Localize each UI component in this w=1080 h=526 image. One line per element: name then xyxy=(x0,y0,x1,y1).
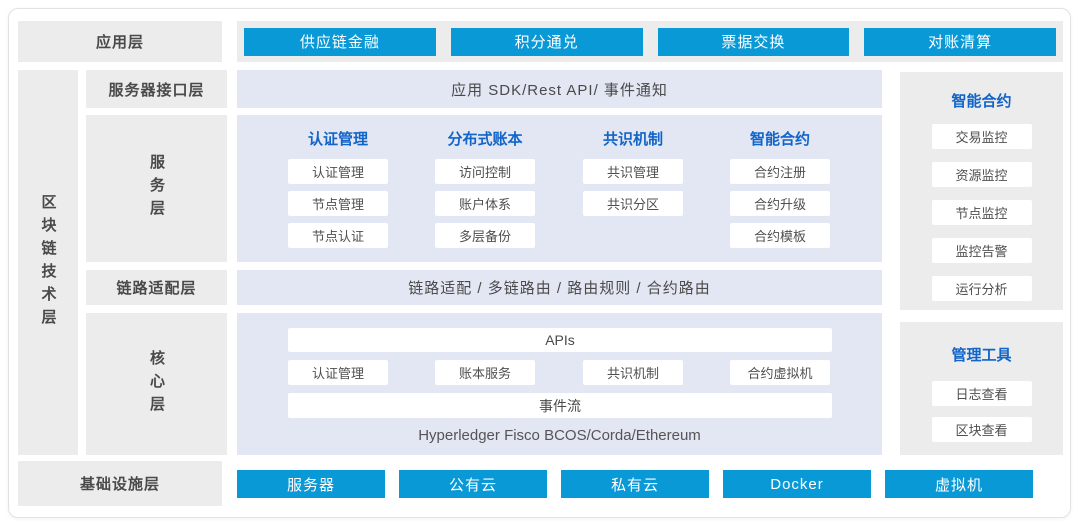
link-layer-label-box: 链路适配层 xyxy=(86,270,227,305)
service-column-header-auth: 认证管理 xyxy=(307,131,368,148)
service-item: 账户体系 xyxy=(435,191,535,216)
infra-block-vm: 虚拟机 xyxy=(885,470,1033,498)
event-stream-bar: 事件流 xyxy=(288,393,832,418)
management-tools-panel-title: 管理工具 xyxy=(951,347,1012,364)
infra-block-public-cloud: 公有云 xyxy=(399,470,547,498)
app-block-bill-exchange: 票据交换 xyxy=(657,27,850,56)
core-layer-box: APIs 认证管理 账本服务 共识机制 合约虚拟机 事件流 Hyperledge… xyxy=(237,313,882,455)
app-block-supply-chain-finance: 供应链金融 xyxy=(244,27,436,56)
management-tools-panel: 管理工具 日志查看 区块查看 xyxy=(900,322,1063,455)
architecture-diagram-card: 应用层 供应链金融 积分通兑 票据交换 对账清算 区块链技术层 服务器接口层 服… xyxy=(8,8,1071,518)
service-layer-label: 服务层 xyxy=(148,154,165,223)
core-module: 共识机制 xyxy=(583,360,683,385)
panel-item: 节点监控 xyxy=(931,200,1032,225)
core-layer-label: 核心层 xyxy=(148,349,165,419)
blockchain-tech-layer-label-box: 区块链技术层 xyxy=(18,70,78,455)
service-column-header-ledger: 分布式账本 xyxy=(447,131,523,148)
infra-layer-label-box: 基础设施层 xyxy=(18,461,222,506)
blockchain-tech-layer-label: 区块链技术层 xyxy=(39,193,57,332)
app-layer-label: 应用层 xyxy=(95,34,144,51)
service-item: 节点管理 xyxy=(288,191,388,216)
link-layer-content-bar: 链路适配 / 多链路由 / 路由规则 / 合约路由 xyxy=(237,270,882,305)
apis-bar: APIs xyxy=(288,328,832,352)
panel-item: 交易监控 xyxy=(931,124,1032,149)
infra-block-private-cloud: 私有云 xyxy=(561,470,709,498)
interface-layer-label-box: 服务器接口层 xyxy=(86,70,227,108)
app-layer-button-strip: 供应链金融 积分通兑 票据交换 对账清算 xyxy=(237,21,1063,62)
service-item: 合约升级 xyxy=(730,191,830,216)
service-column-header-contract: 智能合约 xyxy=(749,131,810,148)
infra-layer-label: 基础设施层 xyxy=(79,476,160,493)
core-module: 认证管理 xyxy=(288,360,388,385)
app-block-points-exchange: 积分通兑 xyxy=(450,27,643,56)
link-layer-content: 链路适配 / 多链路由 / 路由规则 / 合约路由 xyxy=(408,280,711,297)
app-layer-label-box: 应用层 xyxy=(18,21,222,62)
infra-block-docker: Docker xyxy=(723,470,871,498)
panel-item: 资源监控 xyxy=(931,162,1032,187)
panel-item: 日志查看 xyxy=(931,381,1032,406)
service-item: 节点认证 xyxy=(288,223,388,248)
panel-item: 运行分析 xyxy=(931,276,1032,301)
panel-item: 区块查看 xyxy=(931,417,1032,442)
link-layer-label: 链路适配层 xyxy=(116,280,197,297)
core-module: 合约虚拟机 xyxy=(730,360,830,385)
service-column-header-consensus: 共识机制 xyxy=(602,131,663,148)
service-item: 多层备份 xyxy=(435,223,535,248)
app-block-reconciliation-clearing: 对账清算 xyxy=(864,27,1056,56)
interface-layer-label: 服务器接口层 xyxy=(108,81,205,99)
service-layer-box: 认证管理 分布式账本 共识机制 智能合约 认证管理 节点管理 节点认证 访问控制… xyxy=(237,115,882,262)
smart-contract-panel: 智能合约 交易监控 资源监控 节点监控 监控告警 运行分析 xyxy=(900,72,1063,310)
service-item: 合约注册 xyxy=(730,159,830,184)
panel-item: 监控告警 xyxy=(931,238,1032,263)
service-item: 共识分区 xyxy=(583,191,683,216)
core-module: 账本服务 xyxy=(435,360,535,385)
infra-block-server: 服务器 xyxy=(237,470,385,498)
service-item: 认证管理 xyxy=(288,159,388,184)
service-item: 合约模板 xyxy=(730,223,830,248)
infra-layer-button-row: 服务器 公有云 私有云 Docker 虚拟机 xyxy=(237,470,1033,498)
service-item: 访问控制 xyxy=(435,159,535,184)
service-layer-label-box: 服务层 xyxy=(86,115,227,262)
service-item: 共识管理 xyxy=(583,159,683,184)
blockchain-platforms-text: Hyperledger Fisco BCOS/Corda/Ethereum xyxy=(418,427,701,444)
smart-contract-panel-title: 智能合约 xyxy=(951,93,1012,110)
interface-layer-content-bar: 应用 SDK/Rest API/ 事件通知 xyxy=(237,70,882,108)
core-layer-label-box: 核心层 xyxy=(86,313,227,455)
interface-layer-content: 应用 SDK/Rest API/ 事件通知 xyxy=(451,81,668,99)
